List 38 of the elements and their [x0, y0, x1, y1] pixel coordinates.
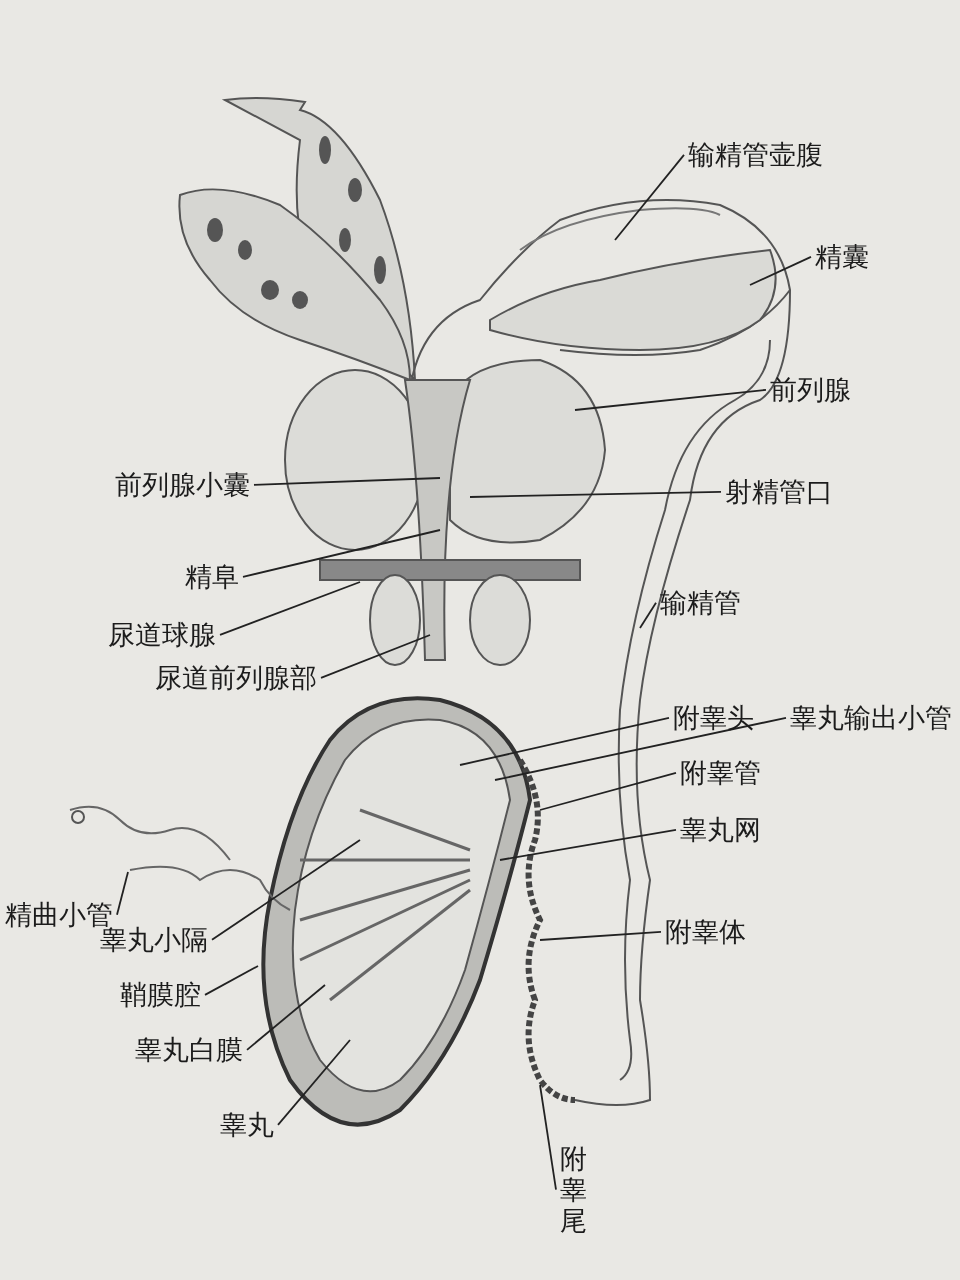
leader-line — [469, 490, 722, 498]
leader-line — [253, 477, 441, 486]
part-label: 睾丸网 — [680, 815, 761, 845]
part-label: 前列腺 — [770, 375, 851, 405]
part-label: 睾丸 — [220, 1110, 274, 1140]
leader-line — [277, 1039, 351, 1126]
leader-line — [494, 716, 787, 781]
part-label: 输精管壶腹 — [688, 140, 823, 170]
leader-line — [204, 965, 259, 996]
leader-line — [459, 716, 670, 766]
leader-line — [539, 771, 677, 811]
leader-line — [320, 634, 431, 679]
part-label: 尿道前列腺部 — [155, 663, 317, 693]
part-label: 射精管口 — [725, 477, 833, 507]
part-label: 精囊 — [815, 242, 869, 272]
leader-line — [499, 828, 677, 861]
leader-line — [219, 581, 361, 636]
leader-line — [639, 601, 657, 629]
leader-line — [116, 871, 129, 916]
leader-line — [749, 255, 812, 286]
part-label: 附睾体 — [665, 917, 746, 947]
leader-line — [614, 153, 685, 241]
part-label: 睾丸白膜 — [135, 1035, 243, 1065]
part-label: 附睾管 — [680, 758, 761, 788]
part-label: 精阜 — [185, 562, 239, 592]
part-label: 尿道球腺 — [108, 620, 216, 650]
part-label: 睾丸输出小管 — [790, 703, 952, 733]
part-label: 附睾头 — [673, 703, 754, 733]
leader-line — [539, 930, 662, 941]
part-label: 鞘膜腔 — [120, 980, 201, 1010]
leader-line — [574, 388, 767, 411]
part-label: 前列腺小囊 — [115, 470, 250, 500]
part-label: 输精管 — [660, 588, 741, 618]
leader-line — [211, 839, 361, 941]
leader-line — [242, 529, 441, 578]
leader-line — [246, 984, 326, 1051]
leader-line — [539, 1084, 557, 1191]
part-label: 附睾尾 — [560, 1143, 587, 1237]
